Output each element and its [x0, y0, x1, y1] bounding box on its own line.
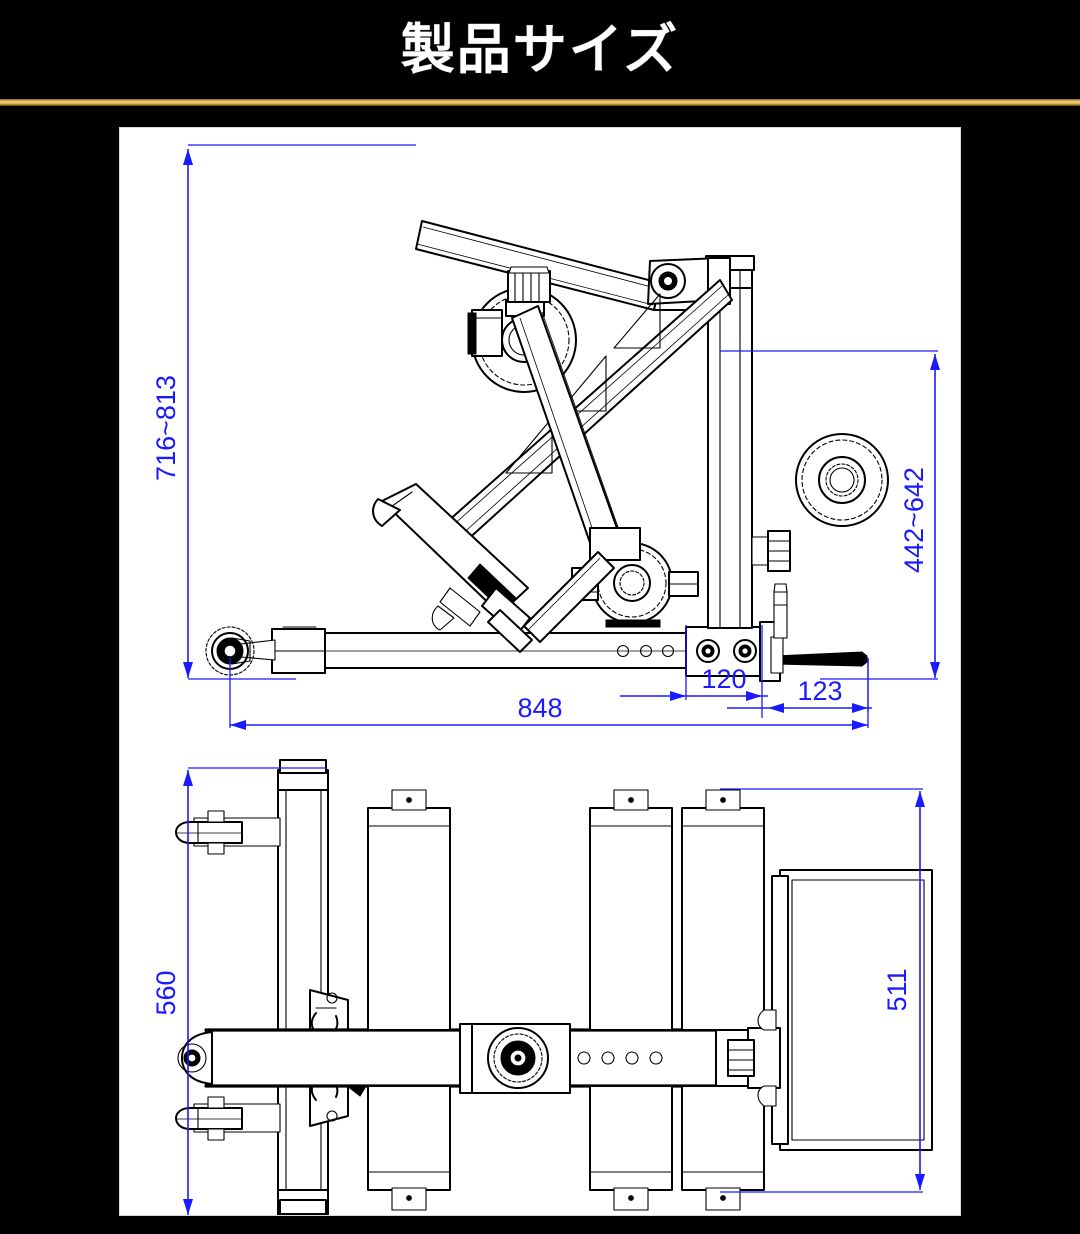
upper-pivot-bearing: [795, 433, 889, 527]
dimension-label-overall-width: 560: [151, 970, 181, 1015]
plan-clamp-upper: [175, 810, 281, 855]
column-lock-knob: [751, 530, 791, 572]
plan-clamp-lower: [175, 1096, 281, 1141]
dimension-label-height-range: 716~813: [151, 375, 181, 481]
dimension-platform-width: 511: [720, 788, 925, 1193]
dimension-foot-extension: 123: [727, 658, 872, 713]
side-view-dimensions: 716~813 442~642: [151, 144, 940, 730]
plan-column-end-caps: [279, 759, 327, 1215]
dimension-rear-offset: 120: [620, 625, 768, 718]
diagonal-strut: [437, 279, 733, 553]
plan-back-pad: [727, 869, 933, 1151]
dimension-label-rear-offset: 120: [701, 664, 746, 694]
lower-pivot-bearing: [571, 542, 699, 628]
dimension-overall-width: 560: [151, 767, 326, 1215]
leg-pad-assembly: [372, 483, 615, 653]
dimension-pivot-height-range: 442~642: [720, 350, 940, 680]
technical-drawing-svg: 716~813 442~642: [151, 144, 940, 1215]
gold-divider: [0, 99, 1080, 106]
dimension-label-overall-length: 848: [517, 693, 562, 723]
side-view-group: [205, 220, 889, 682]
base-frame: [205, 583, 868, 682]
drawing-panel: 716~813 442~642: [120, 128, 960, 1215]
title-bar: 製品サイズ: [0, 0, 1080, 100]
dimension-label-foot-extension: 123: [797, 676, 842, 706]
plan-view-dimensions: 560 511: [151, 767, 925, 1215]
dimension-overall-length: 848: [229, 658, 869, 730]
plan-roller-pads: [367, 789, 765, 1211]
dimension-label-pivot-height-range: 442~642: [899, 467, 929, 573]
dimension-height-range: 716~813: [151, 144, 416, 680]
page-title: 製品サイズ: [400, 20, 680, 80]
dimension-label-platform-width: 511: [882, 968, 912, 1011]
upper-arm-linkage: [415, 220, 731, 311]
plan-view-group: [175, 759, 933, 1215]
